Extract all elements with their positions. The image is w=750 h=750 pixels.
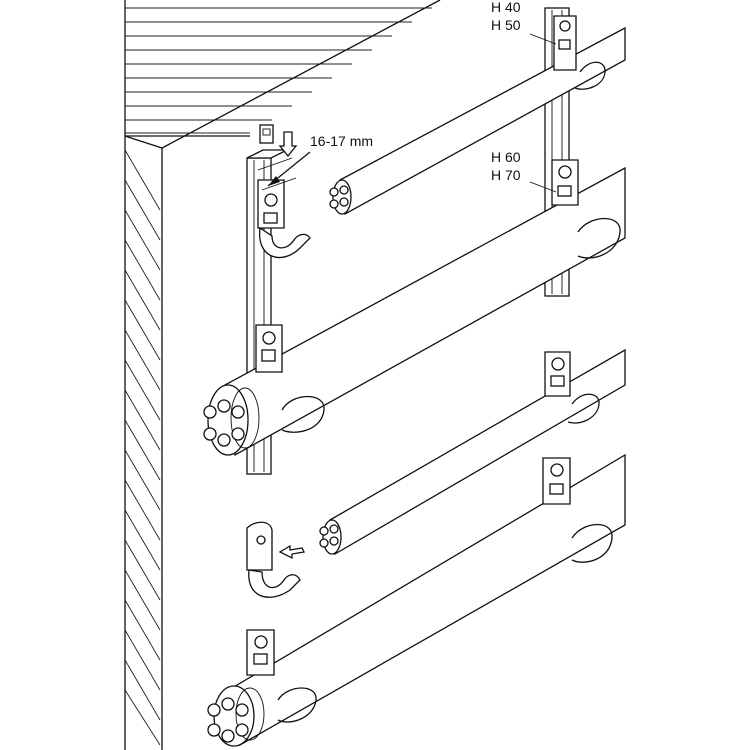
gap-dimension-callout <box>257 151 311 191</box>
pipe-lower-thick <box>207 453 626 747</box>
size-label-h70: H 70 <box>491 167 521 183</box>
clamp-upper-thin <box>553 15 606 90</box>
wall-side-hatching <box>124 149 161 746</box>
size-label-h60: H 60 <box>491 149 521 165</box>
clamp-upper-thick-right <box>551 159 621 259</box>
clamp-lower-thin <box>544 351 600 424</box>
wall-outline <box>124 0 441 750</box>
leader-upper-sizes <box>529 33 557 45</box>
arrow-left-icon <box>278 544 305 560</box>
pipe-lower-thin <box>319 348 626 556</box>
arrow-down-icon <box>278 131 298 158</box>
clamp-lower-thick-left <box>246 629 317 723</box>
clamp-rail-top <box>257 179 311 259</box>
size-label-h40: H 40 <box>491 0 521 15</box>
clamp-lower-thick-right <box>542 457 613 563</box>
clamp-upper-thick-left <box>255 324 325 433</box>
size-label-h50: H 50 <box>491 17 521 33</box>
rail-nut-insert <box>259 124 274 144</box>
wall-top-hatching <box>125 7 432 134</box>
gap-label: 16-17 mm <box>310 133 373 149</box>
clamp-loose-lower <box>246 521 301 598</box>
pipe-upper-thin <box>329 26 626 216</box>
leader-lower-sizes <box>529 181 557 193</box>
pipe-upper-thick <box>203 166 626 457</box>
